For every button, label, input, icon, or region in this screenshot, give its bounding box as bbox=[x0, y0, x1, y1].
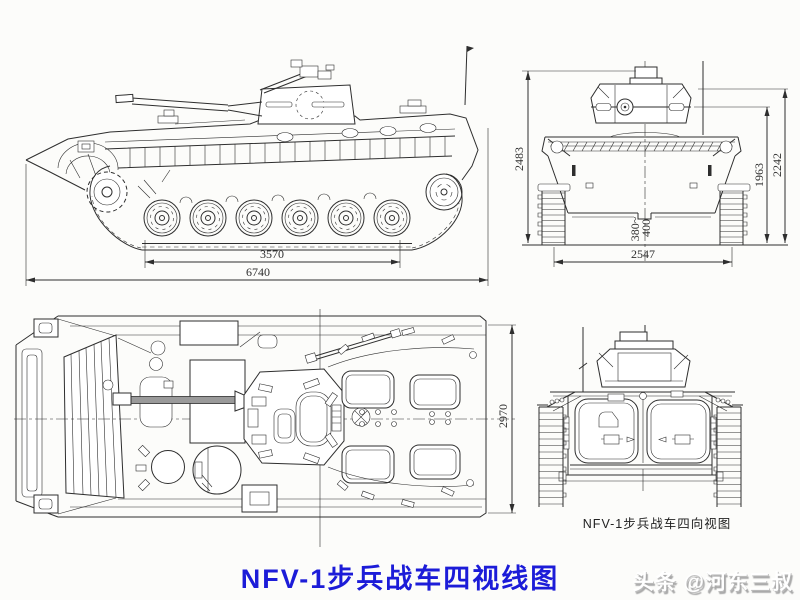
plan-view-gun bbox=[112, 390, 262, 412]
front-view-drawing: 2483 1963 2242 380~ 400 2547 bbox=[512, 61, 788, 267]
rear-view-tracks bbox=[538, 406, 742, 507]
rear-view-turret bbox=[578, 325, 691, 392]
side-view-antenna bbox=[464, 45, 474, 106]
rear-view-doors bbox=[574, 390, 711, 464]
dim-overall-width-label: 2970 bbox=[496, 404, 510, 428]
dim-overall-height-label: 2483 bbox=[512, 147, 526, 171]
side-view-running-gear bbox=[86, 165, 463, 251]
side-view-dimensions: 3570 6740 bbox=[25, 128, 489, 286]
dim-hull-height-label: 1963 bbox=[752, 163, 766, 187]
dim-track-contact-label: 3570 bbox=[260, 247, 284, 261]
plan-view-rear-deck bbox=[327, 327, 477, 508]
front-view-dimensions: 2483 1963 2242 380~ 400 2547 bbox=[512, 70, 788, 267]
rear-view-drawing: NFV-1步兵战车四向视图 bbox=[537, 325, 743, 531]
front-view-turret bbox=[590, 66, 692, 124]
dim-overall-length-label: 6740 bbox=[246, 265, 270, 279]
dim-clearance-max-label: 400 bbox=[639, 219, 653, 237]
plan-view-hatches bbox=[341, 370, 461, 484]
plan-view-drawing: 2970 bbox=[14, 309, 517, 547]
plan-view-dimension: 2970 bbox=[488, 324, 516, 514]
watermark: 头条 @河东三叔 bbox=[632, 571, 793, 594]
page-title: NFV-1步兵战车四视线图 bbox=[240, 564, 560, 594]
plan-view-floor-fittings bbox=[135, 444, 278, 513]
side-view-turret bbox=[115, 59, 356, 125]
side-view-hull bbox=[25, 99, 479, 191]
side-view-drawing: 3570 6740 bbox=[25, 45, 489, 286]
dim-track-gauge-label: 2547 bbox=[631, 247, 655, 261]
front-view-hull bbox=[541, 132, 742, 220]
front-view-tracks bbox=[537, 183, 751, 245]
rear-view-hull bbox=[537, 391, 743, 491]
dim-turret-height-label: 2242 bbox=[770, 153, 784, 177]
dim-clearance-min-label: 380~ bbox=[628, 216, 642, 241]
plan-view-turret bbox=[239, 328, 402, 466]
rear-view-caption: NFV-1步兵战车四向视图 bbox=[583, 516, 731, 531]
